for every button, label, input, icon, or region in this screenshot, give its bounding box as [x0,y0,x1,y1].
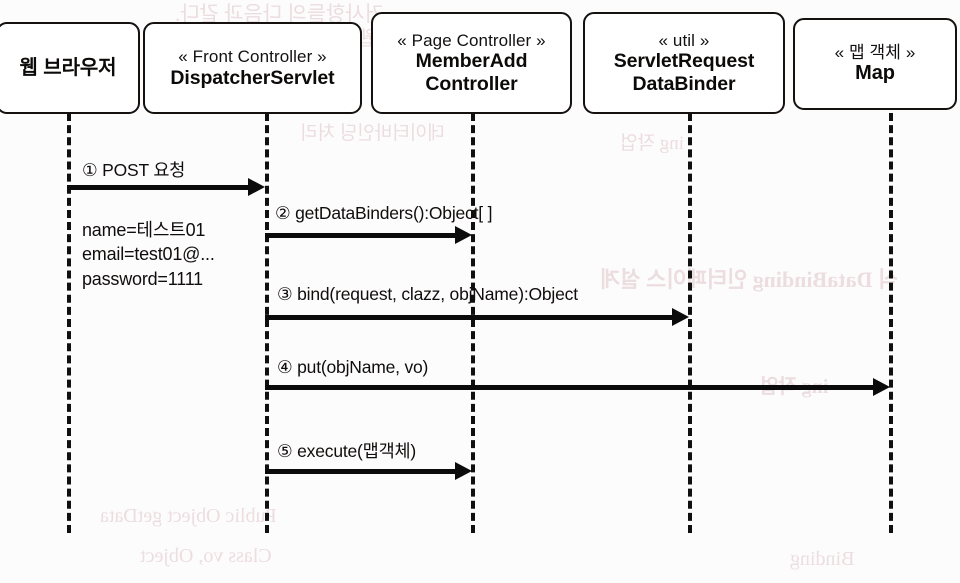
message-label-2: ② getDataBinders():Object[ ] [275,203,493,223]
participant-name-line2: DataBinder [632,72,736,95]
lifeline-web-browser [67,113,71,533]
participant-stereotype: « Front Controller » [178,47,327,67]
participant-name: Map [855,62,895,85]
request-param-password: password=1111 [82,268,203,289]
participant-web-browser[interactable]: 웹 브라우저 [0,22,140,114]
bleed-text: ing 작업 [620,133,684,154]
message-arrowhead-4 [873,378,890,396]
participant-memberadd-controller[interactable]: « Page Controller » MemberAdd Controller [371,12,572,114]
request-param-email: email=test01@... [82,244,215,265]
participant-name: DispatcherServlet [170,66,335,89]
bleed-text: Binding [790,548,855,570]
bleed-text: Class vo, Object [140,545,272,567]
lifeline-map [889,113,893,533]
participant-name-line2: Controller [425,72,518,95]
participant-stereotype: « util » [658,31,710,51]
message-label-5: ⑤ execute(맵객체) [277,441,416,461]
bleed-text: Public Object getData [100,505,277,527]
message-label-4: ④ put(objName, vo) [277,357,429,377]
message-line-3 [265,315,674,320]
participant-name: MemberAdd [415,50,528,73]
message-arrowhead-3 [672,308,689,326]
participant-name: 웹 브라우저 [19,56,117,79]
bleed-text: 식 DataBinding 인터페이스 설계 [600,267,899,292]
message-line-5 [265,469,457,474]
participant-stereotype: « 맵 객체 » [834,42,916,62]
request-param-name: name=테스트01 [82,220,206,240]
message-label-3: ③ bind(request, clazz, objName):Object [277,284,578,304]
participant-stereotype: « Page Controller » [397,31,546,51]
participant-dispatcher-servlet[interactable]: « Front Controller » DispatcherServlet [143,22,362,114]
participant-map[interactable]: « 맵 객체 » Map [793,18,957,110]
message-line-1 [67,185,250,190]
message-arrowhead-5 [455,462,472,480]
message-label-1: ① POST 요청 [82,160,186,180]
participant-databinder[interactable]: « util » ServletRequest DataBinder [583,12,785,114]
message-line-4 [265,385,875,390]
request-params: name=테스트01 email=test01@... password=111… [82,218,215,291]
message-line-2 [265,233,457,238]
bleed-text: 데이터바인딩 처리 [300,123,445,144]
message-arrowhead-2 [455,226,472,244]
message-arrowhead-1 [248,178,265,196]
participant-name: ServletRequest [613,50,755,73]
